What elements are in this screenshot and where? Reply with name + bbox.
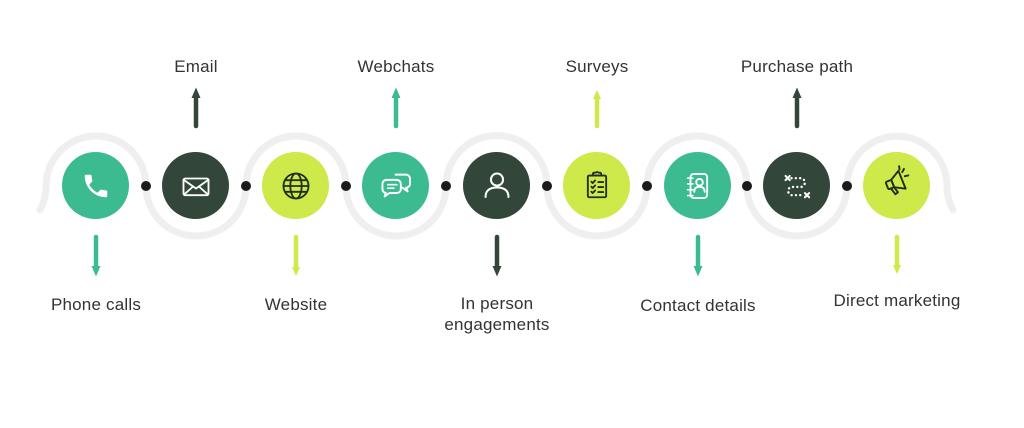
connector-dot xyxy=(441,181,451,191)
connector-dot xyxy=(842,181,852,191)
website-arrow xyxy=(292,234,300,276)
touchpoint-contact-details xyxy=(664,152,731,219)
contact-book-icon xyxy=(686,172,708,199)
touchpoint-label: Webchats xyxy=(357,57,435,76)
surveys-arrow xyxy=(593,90,601,129)
touchpoint-direct-marketing xyxy=(863,152,930,219)
touchpoint-website xyxy=(262,152,329,219)
person-icon xyxy=(484,172,509,198)
connector-dot xyxy=(141,181,151,191)
email-arrow xyxy=(191,87,201,129)
touchpoint-phone-calls xyxy=(62,152,129,219)
chat-bubbles-icon xyxy=(380,173,411,197)
touchpoint-label: In person engagements xyxy=(444,294,550,334)
connector-dot xyxy=(642,181,652,191)
purchase-path-arrow xyxy=(792,87,802,129)
clipboard-checklist-icon xyxy=(586,170,607,198)
connector-dot xyxy=(742,181,752,191)
touchpoint-in-person xyxy=(463,152,530,219)
connector-dots xyxy=(141,181,852,191)
touchpoint-label: Direct marketing xyxy=(833,291,961,310)
touchpoint-webchats xyxy=(362,152,429,219)
direct-marketing-arrow xyxy=(893,234,901,274)
connector-wave xyxy=(36,132,957,240)
phone-calls-arrow xyxy=(91,234,101,277)
in-person-arrow xyxy=(492,234,502,277)
connector-dot xyxy=(341,181,351,191)
touchpoint-label: Website xyxy=(264,295,328,314)
route-icon xyxy=(784,174,810,198)
webchats-arrow xyxy=(391,87,401,129)
touchpoint-label: Email xyxy=(174,57,218,76)
contact-details-arrow xyxy=(693,234,703,277)
touchpoint-surveys xyxy=(563,152,630,219)
touchpoint-label: Phone calls xyxy=(50,295,142,314)
envelope-icon xyxy=(182,177,209,196)
touchpoint-label: Surveys xyxy=(565,57,629,76)
megaphone-icon xyxy=(884,164,909,195)
connector-dot xyxy=(241,181,251,191)
touchpoint-purchase-path xyxy=(763,152,830,219)
touchpoint-email xyxy=(162,152,229,219)
phone-icon xyxy=(84,174,107,197)
globe-icon xyxy=(282,172,309,199)
touchpoint-label: Purchase path xyxy=(740,57,854,76)
connector-dot xyxy=(542,181,552,191)
touchpoint-label: Contact details xyxy=(640,296,756,315)
